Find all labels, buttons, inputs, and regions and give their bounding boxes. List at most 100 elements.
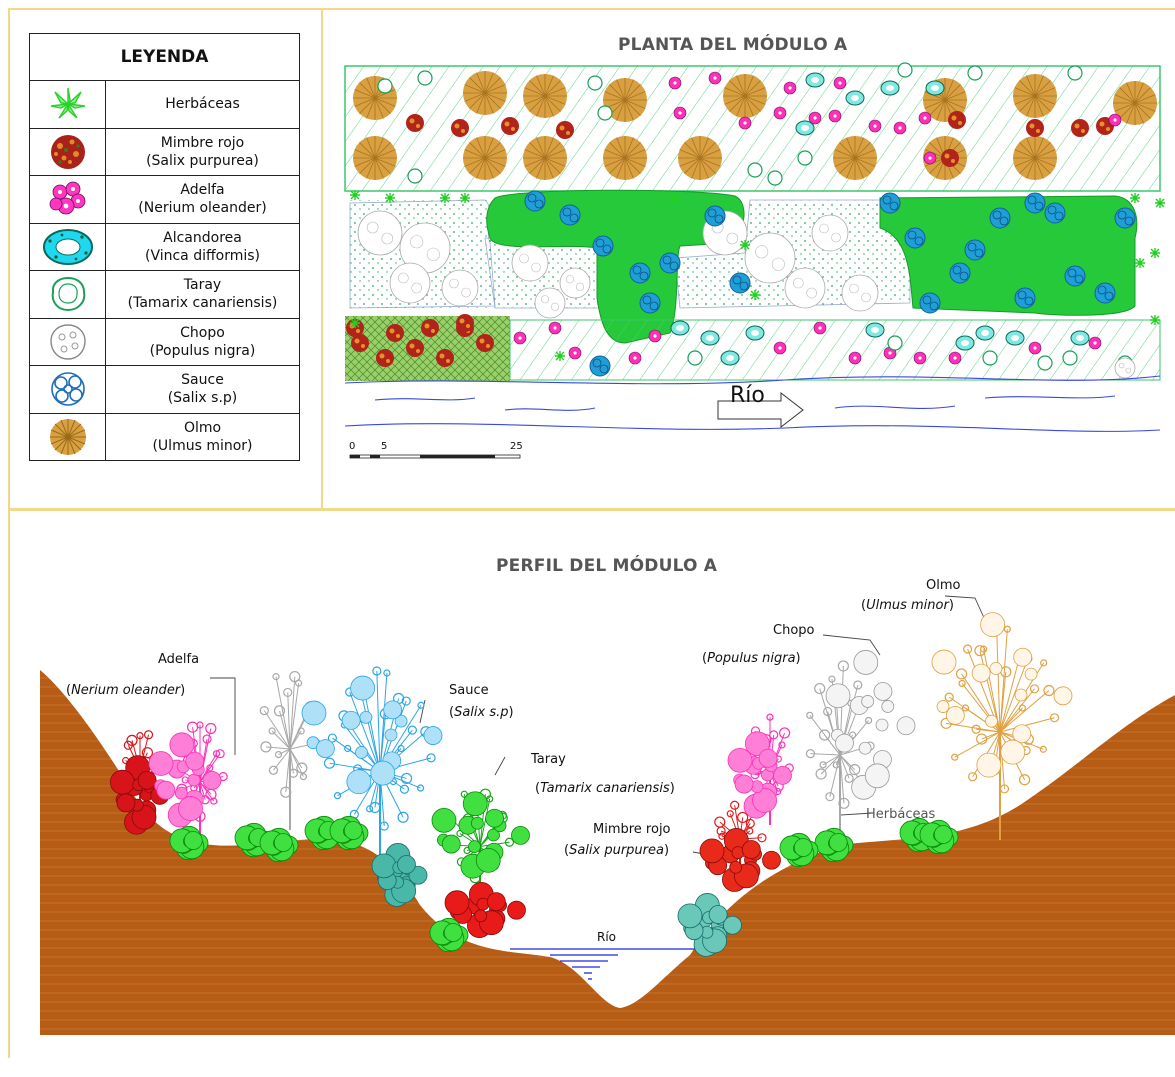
chopo-symbol xyxy=(811,214,849,252)
label-mimbre-species: (Salix purpurea) xyxy=(564,843,670,858)
label-chopo-species: (Populus nigra) xyxy=(702,651,801,666)
mimbre-symbol xyxy=(376,349,394,367)
alcandorea-symbol xyxy=(975,325,995,341)
taray-symbol xyxy=(982,350,998,366)
chopo-icon xyxy=(49,324,86,360)
olmo-symbol xyxy=(603,136,647,180)
sauce-symbol xyxy=(524,190,546,212)
alcandorea-symbol xyxy=(670,320,690,336)
taray-symbol xyxy=(597,105,613,121)
taray-symbol xyxy=(687,350,703,366)
taray-symbol xyxy=(1067,65,1083,81)
plan-scale-label-25: 25 xyxy=(510,441,523,452)
profile-drawing xyxy=(40,595,1175,1035)
alcandorea-symbol xyxy=(795,120,815,136)
plan-lower-strip xyxy=(509,319,1161,381)
mimbre-symbol xyxy=(948,111,966,129)
profile-title: PERFIL DEL MÓDULO A xyxy=(496,556,718,576)
taray-symbol xyxy=(407,168,423,184)
legend-row: Sauce(Salix s.p) xyxy=(29,365,300,414)
taray-symbol xyxy=(767,170,783,186)
label-adelfa-name: Adelfa xyxy=(158,652,200,667)
herbaceas-right xyxy=(919,819,959,855)
taray-symbol xyxy=(377,78,393,94)
profile-ground xyxy=(40,670,1175,1035)
frame-divider-vertical xyxy=(321,8,323,508)
adelfa-symbol xyxy=(868,119,882,133)
chopo-crown-right xyxy=(825,650,916,800)
alcandorea-symbol xyxy=(865,322,885,338)
plan-river-label: Río xyxy=(730,383,765,408)
legend-item-species: (Tamarix canariensis) xyxy=(127,295,278,312)
legend-item-name: Alcandorea xyxy=(163,229,242,246)
label-adelfa-species: (Nerium oleander) xyxy=(66,683,186,698)
sauce-symbol xyxy=(904,227,926,249)
mimbre-symbol xyxy=(406,339,424,357)
herbaceas-symbol xyxy=(670,193,680,203)
adelfa-symbol xyxy=(813,321,827,335)
mimbre-symbol xyxy=(501,117,519,135)
alcandorea-symbol xyxy=(1005,330,1025,346)
frame-divider-horizontal xyxy=(8,508,1175,511)
alcandorea-symbol xyxy=(1070,330,1090,346)
legend-item-name: Herbáceas xyxy=(165,96,240,113)
taray-crown-left xyxy=(431,791,530,879)
adelfa-symbol xyxy=(773,106,787,120)
sauce-symbol xyxy=(919,292,941,314)
plan-green-area-left xyxy=(486,189,745,344)
label-sauce-name: Sauce xyxy=(449,683,489,698)
herbaceas-icon xyxy=(50,88,85,119)
chopo-symbol xyxy=(511,244,549,282)
alcandorea-symbol xyxy=(745,325,765,341)
label-taray-species: (Tamarix canariensis) xyxy=(535,781,675,796)
legend-row: Alcandorea(Vinca difformis) xyxy=(29,222,300,271)
frame-left xyxy=(8,8,10,1058)
sauce-symbol xyxy=(639,292,661,314)
herbaceas-left xyxy=(329,815,369,851)
taray-symbol xyxy=(587,75,603,91)
adelfa-symbol xyxy=(1108,113,1122,127)
taray-symbol xyxy=(797,150,813,166)
chopo-symbol xyxy=(744,232,796,284)
taray-symbol xyxy=(747,162,763,178)
alcandorea-symbol xyxy=(720,350,740,366)
herbaceas-symbol xyxy=(750,290,760,300)
legend-item-species: (Salix purpurea) xyxy=(146,152,259,169)
herbaceas-symbol xyxy=(1150,248,1160,258)
olmo-symbol xyxy=(833,136,877,180)
plan-scale-label-5: 5 xyxy=(381,441,388,452)
mimbre-symbol xyxy=(476,334,494,352)
chopo-symbol xyxy=(534,287,566,319)
herbaceas-left xyxy=(304,815,344,851)
sauce-symbol xyxy=(629,262,651,284)
plan-title: PLANTA DEL MÓDULO A xyxy=(618,35,848,55)
sauce-symbol xyxy=(989,207,1011,229)
plan-scale-label-0: 0 xyxy=(349,441,356,452)
adelfa-symbol xyxy=(783,81,797,95)
adelfa-symbol xyxy=(828,109,842,123)
adelfa-symbol xyxy=(913,351,927,365)
olmo-symbol xyxy=(523,136,567,180)
sauce-symbol xyxy=(949,262,971,284)
legend-row: Taray(Tamarix canariensis) xyxy=(29,270,300,319)
adelfa-symbol xyxy=(548,321,562,335)
alcandorea-left xyxy=(371,843,428,907)
legend-item-name: Taray xyxy=(183,277,222,294)
adelfa-symbol xyxy=(628,351,642,365)
mimbre-symbol xyxy=(421,319,439,337)
alcandorea-symbol xyxy=(700,330,720,346)
mimbre-symbol xyxy=(436,349,454,367)
olmo-symbol xyxy=(463,136,507,180)
herbaceas-symbol xyxy=(460,193,470,203)
chopo-symbol xyxy=(357,210,403,256)
adelfa-symbol xyxy=(893,121,907,135)
herbaceas-symbol xyxy=(350,318,360,328)
taray-icon xyxy=(51,277,85,312)
taray-symbol xyxy=(897,62,913,78)
plan-scale-bar xyxy=(349,454,521,459)
alcandorea-symbol xyxy=(925,80,945,96)
legend-row: Herbáceas xyxy=(29,80,300,129)
adelfa-icon xyxy=(49,181,85,215)
adelfa-symbol xyxy=(948,351,962,365)
olmo-symbol xyxy=(678,136,722,180)
